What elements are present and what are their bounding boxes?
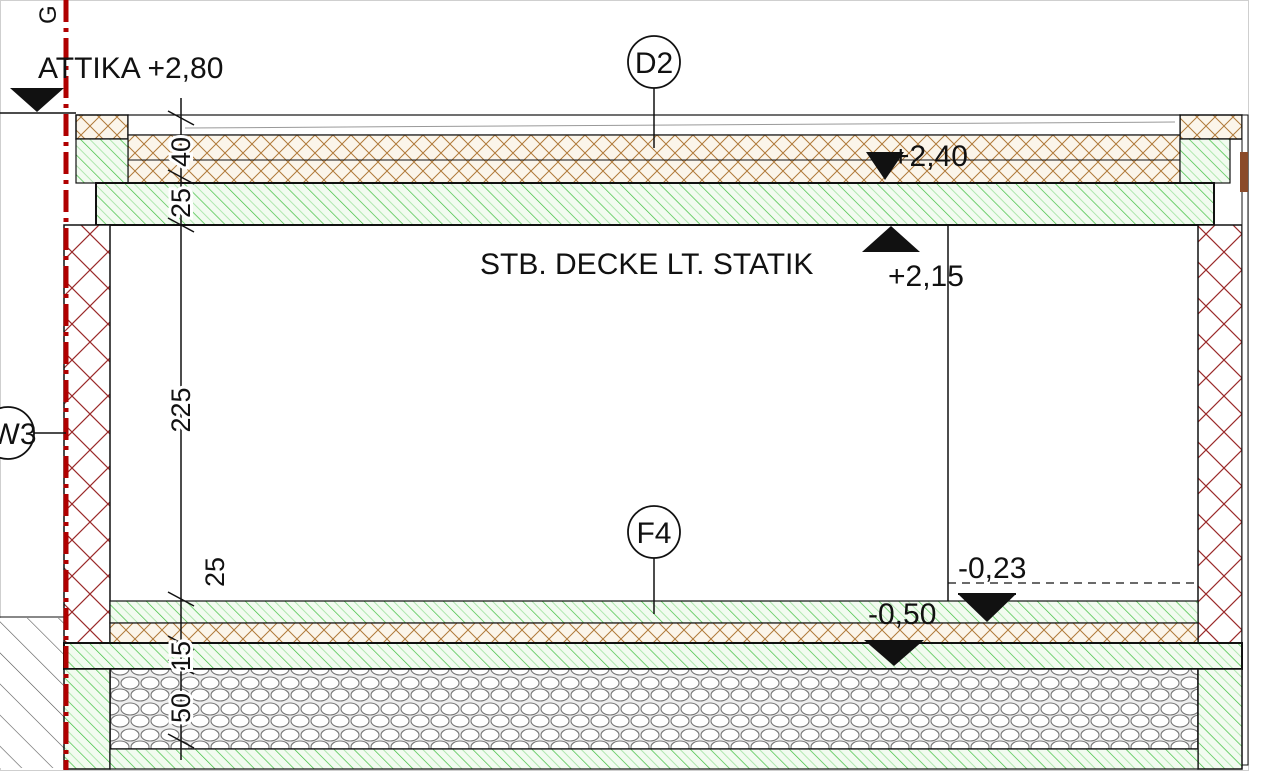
roof-membrane-line (184, 121, 1176, 129)
dim-roof-build-up: 40 (166, 137, 196, 167)
dim-roof-slab: 25 (166, 188, 196, 218)
dim-room-height: 225 (166, 387, 196, 432)
dimension-chain (167, 98, 195, 760)
w3-tag-label: W3 (0, 418, 37, 451)
f4-tag-label: F4 (636, 517, 671, 550)
d2-tag-label: D2 (635, 47, 673, 80)
attika-label: ATTIKA +2,80 (38, 52, 223, 85)
attic-parapet-right (1179, 114, 1243, 140)
attika-level-marker (10, 88, 64, 112)
attic-parapet-left (75, 114, 129, 140)
roof-slab (95, 182, 1215, 226)
floor-level-value: -0,50 (868, 598, 936, 631)
grid-label: G (35, 5, 62, 24)
floor-insulation (109, 622, 1199, 644)
floor-level-marker (864, 640, 924, 666)
foundation-left (63, 668, 111, 770)
floor-raised-level-marker (958, 594, 1016, 622)
ceiling-level-value: +2,15 (888, 260, 964, 293)
right-connector (1240, 152, 1248, 192)
dim-floor-slab: 15 (166, 641, 196, 671)
dim-floor-build-up: 25 (200, 557, 230, 587)
outer-right-strip (1241, 114, 1249, 766)
floor-slab (63, 642, 1243, 670)
roof-edge-right (1179, 138, 1231, 184)
roof-edge-left (75, 138, 129, 184)
soil-hatch (0, 618, 64, 768)
w3-tag-circle (0, 406, 35, 460)
right-wall (1197, 224, 1243, 644)
slab-label: STB. DECKE LT. STATIK (480, 248, 813, 281)
foundation-right (1197, 668, 1243, 770)
d2-tag-circle (627, 35, 681, 89)
left-wall (63, 224, 111, 644)
roof-level-marker (866, 152, 904, 180)
f4-tag-circle (627, 505, 681, 559)
floor-raised-level-value: -0,23 (958, 552, 1026, 585)
foundation-bottom (109, 748, 1199, 770)
ceiling-level-marker (862, 226, 920, 252)
dim-gravel-bed: 50 (166, 693, 196, 723)
roof-level-value: +2,40 (892, 140, 968, 173)
gravel-bed (109, 668, 1199, 750)
